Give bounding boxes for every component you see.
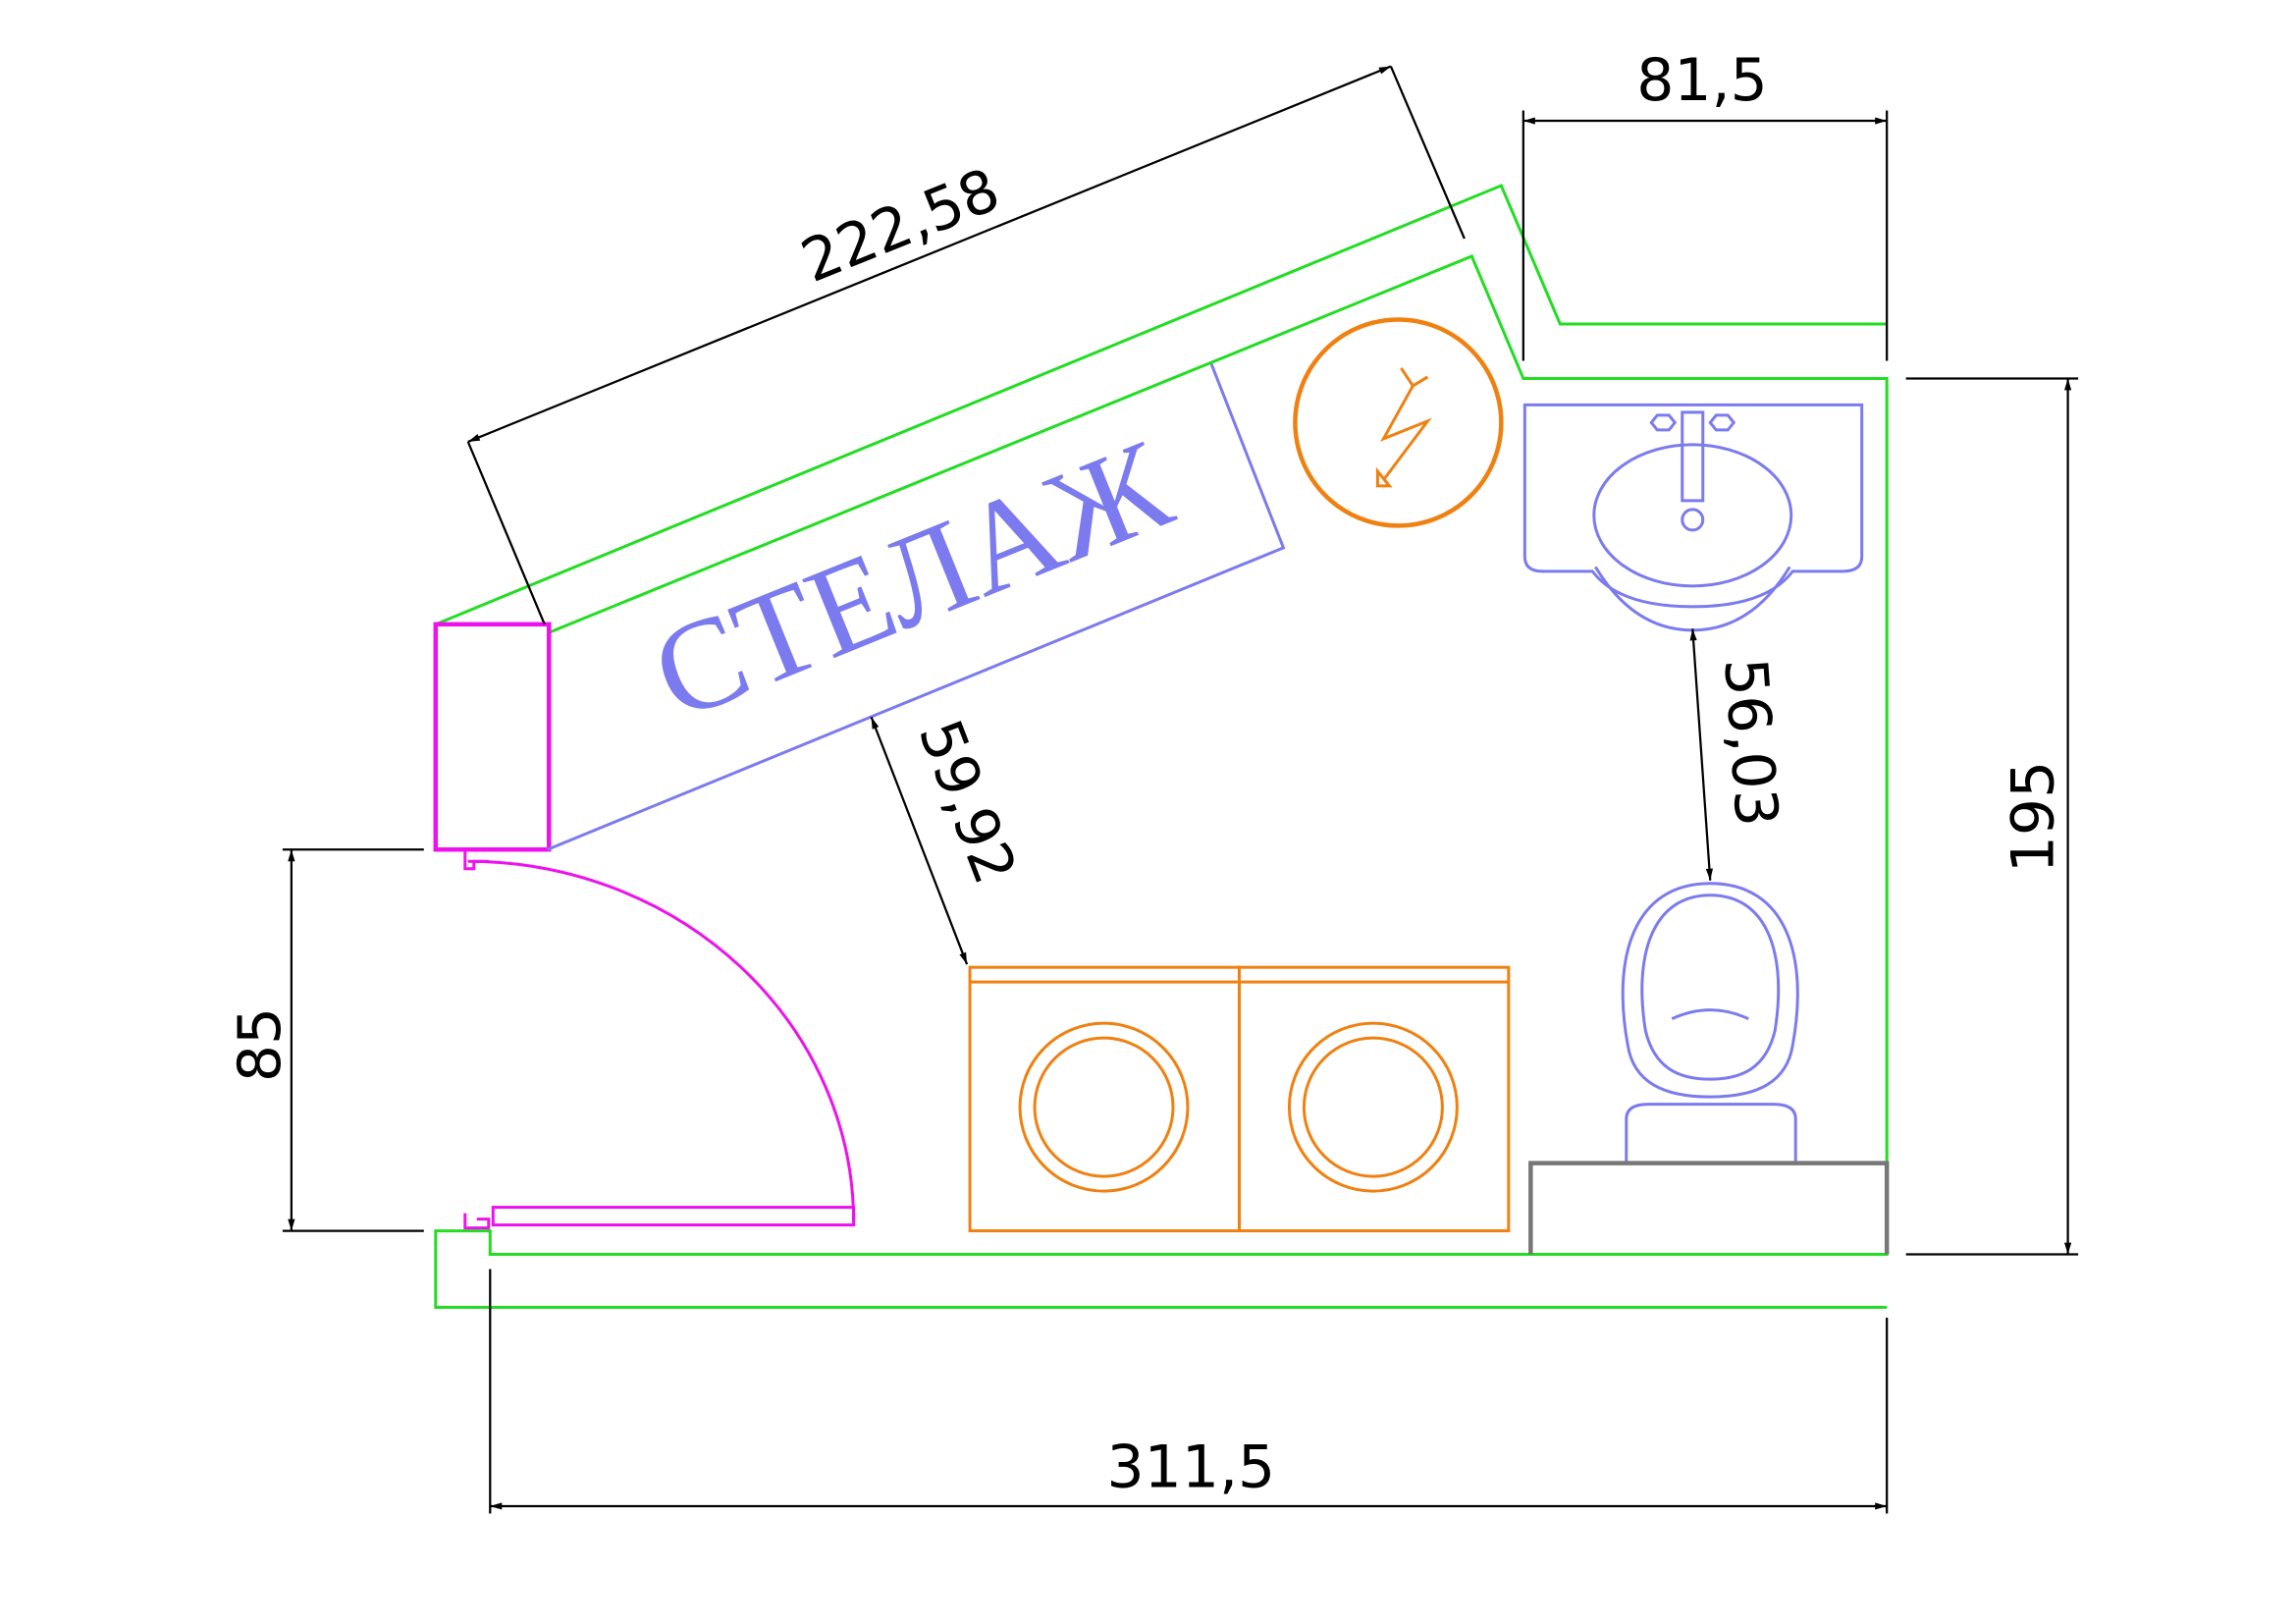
boiler-circle bbox=[1293, 317, 1504, 528]
toilet-base-platform bbox=[1528, 1161, 1890, 1255]
door-leaf bbox=[491, 1206, 856, 1227]
dimensions bbox=[282, 65, 2079, 1514]
washer-2-drum bbox=[1287, 1021, 1459, 1193]
sink-counter bbox=[1522, 403, 1864, 609]
toilet-bowl bbox=[1621, 882, 1799, 1099]
sink bbox=[1522, 403, 1864, 632]
door-hinge-bottom bbox=[463, 1213, 491, 1230]
dim-bottom-width: 311,5 bbox=[1107, 1433, 1276, 1501]
door-hinge-top bbox=[463, 850, 489, 871]
washing-machines bbox=[968, 965, 1511, 1233]
dim-sink-to-toilet: 56,03 bbox=[1710, 656, 1790, 829]
dim-right-height: 195 bbox=[2000, 761, 2068, 873]
drain bbox=[1681, 508, 1705, 532]
faucet bbox=[1681, 410, 1705, 503]
door bbox=[433, 622, 856, 1230]
toilet-tank bbox=[1625, 1103, 1797, 1164]
door-swing-arc bbox=[467, 859, 856, 1222]
dim-shelf-to-washer: 59,92 bbox=[905, 711, 1030, 893]
dim-diagonal-wall: 222,58 bbox=[792, 155, 1009, 297]
shelf: СТЕЛАЖ bbox=[547, 362, 1286, 851]
inner-wall bbox=[434, 254, 1889, 1310]
dim-door-width: 85 bbox=[226, 1007, 294, 1082]
walls bbox=[434, 184, 1889, 1310]
sink-basin bbox=[1592, 443, 1793, 588]
washer-2 bbox=[1237, 965, 1511, 1233]
toilet bbox=[1621, 882, 1799, 1164]
shelf-label: СТЕЛАЖ bbox=[634, 411, 1190, 748]
boiler bbox=[1293, 317, 1504, 528]
lightning-icon bbox=[1375, 367, 1432, 488]
door-frame-block bbox=[433, 622, 552, 852]
washer-1-drum bbox=[1018, 1021, 1190, 1193]
dim-top-right-width: 81,5 bbox=[1636, 46, 1768, 115]
